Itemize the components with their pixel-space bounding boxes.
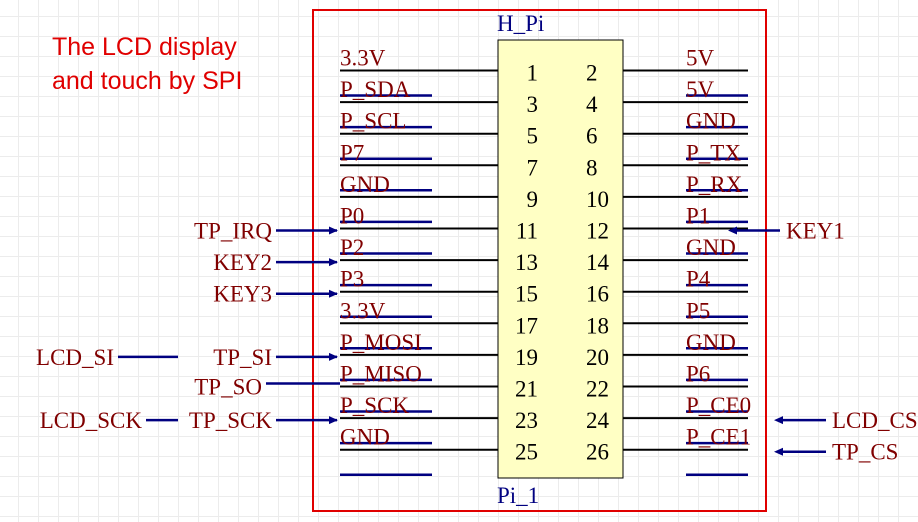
pin-number: 16 <box>586 282 609 307</box>
net-label: P_MOSI <box>340 330 422 355</box>
pin-number: 2 <box>586 61 598 86</box>
component-designator: H_Pi <box>497 11 544 36</box>
ext-label: TP_CS <box>832 440 898 465</box>
arrow-left <box>728 226 737 235</box>
net-label: 3.3V <box>340 46 386 71</box>
net-label: P_SCL <box>340 109 406 134</box>
net-label: P7 <box>340 140 364 165</box>
ext-label: TP_IRQ <box>194 219 272 244</box>
pin-number: 4 <box>586 92 598 117</box>
net-label: P2 <box>340 235 364 260</box>
pin-number: 7 <box>527 155 539 180</box>
arrow-left <box>774 447 783 456</box>
pin-number: 24 <box>586 408 610 433</box>
ext-label: LCD_CS <box>832 408 918 433</box>
pin-number: 18 <box>586 313 609 338</box>
net-label: 5V <box>686 77 715 102</box>
net-label: P0 <box>340 204 364 229</box>
pin-number: 13 <box>515 250 538 275</box>
annotation-line: and touch by SPI <box>52 67 243 95</box>
pin-number: 6 <box>586 124 598 149</box>
arrow-right <box>329 416 338 425</box>
net-label: GND <box>686 235 736 260</box>
net-label: P6 <box>686 362 710 387</box>
arrow-left <box>774 416 783 425</box>
ext-label: LCD_SCK <box>40 408 143 433</box>
net-label: P_CE1 <box>686 425 751 450</box>
pin-number: 8 <box>586 155 598 180</box>
net-label: 5V <box>686 46 715 71</box>
net-label: P4 <box>686 267 711 292</box>
pin-number: 10 <box>586 187 609 212</box>
net-label: P_SDA <box>340 77 411 102</box>
pin-number: 21 <box>515 377 538 402</box>
ext-label: TP_SO <box>194 375 262 400</box>
net-label: P_MISO <box>340 362 422 387</box>
net-label: P_CE0 <box>686 393 751 418</box>
pin-number: 20 <box>586 345 609 370</box>
arrow-right <box>329 352 338 361</box>
arrow-right <box>329 289 338 298</box>
net-label: P_SCK <box>340 393 409 418</box>
ext-label: TP_SI <box>213 345 272 370</box>
net-label: GND <box>686 330 736 355</box>
net-label: GND <box>340 425 390 450</box>
arrow-right <box>329 258 338 267</box>
pin-number: 23 <box>515 408 538 433</box>
net-label: P_TX <box>686 140 741 165</box>
pin-number: 17 <box>515 313 538 338</box>
ext-label: KEY3 <box>213 282 272 307</box>
connector-body <box>497 39 624 479</box>
pin-number: 15 <box>515 282 538 307</box>
component-comment: Pi_1 <box>497 483 539 508</box>
sheet-border <box>312 9 767 512</box>
pin-number: 3 <box>527 92 539 117</box>
pin-number: 12 <box>586 219 609 244</box>
pins-layer: 3.3V1P_SDA3P_SCL5P77GND9P011TP_IRQP213KE… <box>36 46 918 476</box>
pin-number: 26 <box>586 440 609 465</box>
net-label: P_RX <box>686 172 743 197</box>
pin-number: 9 <box>527 187 539 212</box>
net-label: P1 <box>686 204 710 229</box>
annotation-note: The LCD display and touch by SPI <box>52 30 242 98</box>
net-label: GND <box>340 172 390 197</box>
ext-label: LCD_SI <box>36 345 114 370</box>
annotation-line: The LCD display <box>52 33 237 61</box>
net-label: 3.3V <box>340 298 386 323</box>
net-label: GND <box>686 109 736 134</box>
pin-number: 14 <box>586 250 610 275</box>
net-label: P3 <box>340 267 364 292</box>
arrow-right <box>329 226 338 235</box>
pin-number: 25 <box>515 440 538 465</box>
pin-number: 11 <box>516 219 538 244</box>
pin-number: 19 <box>515 345 538 370</box>
ext-label: TP_SCK <box>189 408 272 433</box>
pin-number: 22 <box>586 377 609 402</box>
ext-label: KEY2 <box>213 250 272 275</box>
ext-label: KEY1 <box>786 219 845 244</box>
pin-number: 5 <box>527 124 539 149</box>
net-label: P5 <box>686 298 710 323</box>
pin-number: 1 <box>527 61 539 86</box>
